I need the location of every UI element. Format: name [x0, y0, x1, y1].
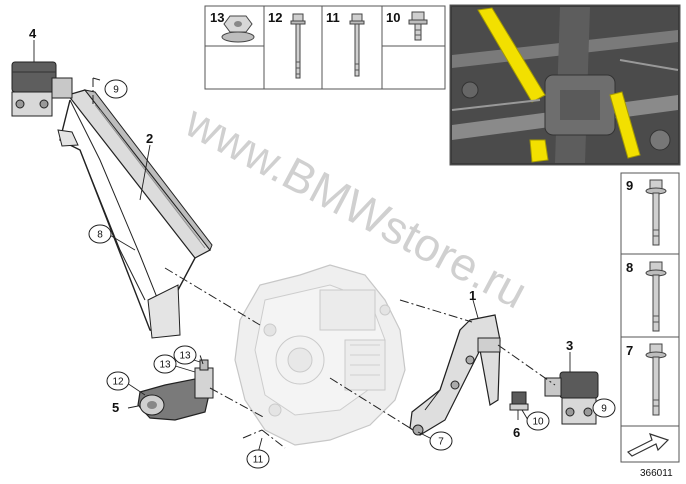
callout-9-top: 9 [104, 79, 128, 99]
parts-table-top: 13 12 11 10 [204, 5, 446, 90]
svg-text:9: 9 [601, 404, 607, 415]
callout-9-right: 9 [592, 398, 616, 418]
assembly-lines [92, 77, 556, 449]
arrow-icon [626, 433, 670, 457]
flange-nut-icon [221, 15, 255, 43]
engine-mount-bottom [137, 359, 214, 421]
label-5: 5 [112, 400, 119, 415]
part-labels: 4 2 1 3 5 6 [29, 26, 573, 440]
label-1: 1 [469, 288, 476, 303]
callout-12: 12 [106, 371, 130, 391]
rubber-pad [509, 391, 529, 411]
svg-text:9: 9 [113, 85, 119, 96]
rubber-mount-right [544, 371, 599, 425]
table-label-8: 8 [626, 260, 633, 275]
table-label-7: 7 [626, 343, 633, 358]
table-label-9: 9 [626, 178, 633, 193]
svg-text:7: 7 [438, 437, 444, 448]
table-label-10: 10 [386, 10, 400, 25]
callout-13-upper: 13 [173, 345, 197, 365]
svg-text:10: 10 [532, 417, 544, 428]
label-3: 3 [566, 338, 573, 353]
parts-table-side: 9 8 7 [620, 172, 680, 427]
short-bolt-icon [408, 11, 428, 41]
callout-10: 10 [526, 411, 550, 431]
callout-7: 7 [429, 431, 453, 451]
gearbox-support-arm [57, 89, 213, 339]
svg-text:13: 13 [179, 351, 191, 362]
bolt-icon [349, 13, 365, 77]
svg-text:11: 11 [253, 455, 264, 466]
svg-text:13: 13 [159, 360, 171, 371]
flange-bolt-icon [645, 261, 667, 332]
transmission-housing [234, 264, 406, 446]
label-4: 4 [29, 26, 37, 41]
table-label-13: 13 [210, 10, 224, 25]
direction-arrow-box [620, 425, 680, 463]
callouts: 9 8 13 13 12 11 7 10 [88, 79, 616, 469]
vehicle-location-photo [449, 4, 681, 166]
table-label-11: 11 [326, 10, 340, 25]
svg-text:12: 12 [112, 377, 124, 388]
table-label-12: 12 [268, 10, 282, 25]
long-bolt-icon [290, 13, 306, 79]
callout-11: 11 [246, 449, 270, 469]
callout-8: 8 [88, 224, 112, 244]
label-6: 6 [513, 425, 520, 440]
rubber-mount-left [11, 61, 73, 117]
callout-13-lower: 13 [153, 354, 177, 374]
flange-bolt-icon [645, 343, 667, 416]
flange-bolt-icon [645, 179, 667, 246]
gearbox-bracket [409, 314, 501, 436]
diagram-code: 366011 [640, 468, 673, 479]
svg-text:8: 8 [97, 230, 103, 241]
label-2: 2 [146, 131, 153, 146]
